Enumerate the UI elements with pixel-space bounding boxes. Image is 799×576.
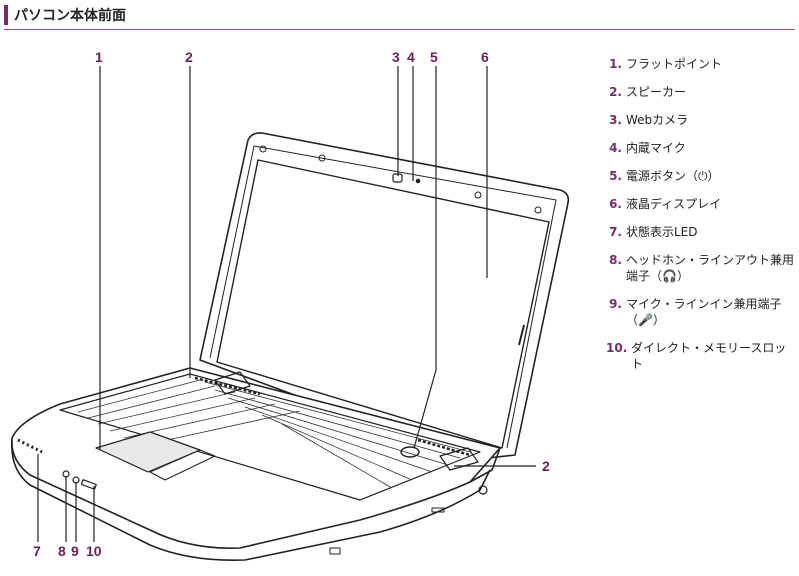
callout-7: 7 <box>33 543 41 559</box>
legend-text: ヘッドホン・ラインアウト兼用端子（🎧） <box>626 253 795 283</box>
dc-port <box>478 485 488 495</box>
legend-num: 10. <box>606 341 628 355</box>
legend-item-4: 4. 内蔵マイク <box>606 140 796 156</box>
base-right-edge <box>469 447 501 483</box>
legend-num: 4. <box>609 141 622 155</box>
legend-item-5: 5. 電源ボタン（⏻） <box>606 168 796 184</box>
legend-text: スピーカー <box>626 85 687 99</box>
lid-inner-bezel <box>209 145 557 449</box>
callout-2-top: 2 <box>185 49 193 65</box>
legend-num: 5. <box>609 169 622 183</box>
side-slot <box>431 507 445 513</box>
legend-num: 9. <box>609 297 622 311</box>
leader-lines <box>37 66 536 542</box>
legend-num: 7. <box>609 225 622 239</box>
legend-text: Webカメラ <box>626 113 689 127</box>
callout-8: 8 <box>58 543 66 559</box>
lid-side-slot <box>518 324 525 346</box>
legend-text: 液晶ディスプレイ <box>626 197 722 211</box>
legend-num: 6. <box>609 197 622 211</box>
bezel-screw-4 <box>534 206 542 214</box>
callout-3: 3 <box>392 49 400 65</box>
display-screen <box>216 159 550 449</box>
legend-text: マイク・ラインイン兼用端子（🎤） <box>626 297 782 327</box>
keyboard-keys <box>77 379 471 489</box>
legend-text: フラットポイント <box>626 57 723 71</box>
page-title: パソコン本体前面 <box>14 8 126 24</box>
legend-num: 2. <box>609 85 622 99</box>
header-divider <box>4 29 795 30</box>
legend-item-9: 9. マイク・ラインイン兼用端子（🎤） <box>606 296 796 328</box>
legend-item-8: 8. ヘッドホン・ラインアウト兼用端子（🎧） <box>606 252 796 284</box>
speaker-grille-left <box>194 376 261 396</box>
callout-5: 5 <box>430 49 438 65</box>
laptop-illustration <box>11 132 570 562</box>
usb-port <box>329 547 341 555</box>
hinge-right <box>439 447 479 471</box>
base-front-edge <box>11 439 491 562</box>
callout-9: 9 <box>71 543 79 559</box>
legend-num: 8. <box>609 253 622 267</box>
keyboard-frame <box>59 373 481 501</box>
legend-item-1: 1. フラットポイント <box>606 56 796 72</box>
speaker-grille-right <box>417 438 471 457</box>
base-top <box>11 367 501 549</box>
legend-item-10: 10.ダイレクト・メモリースロット <box>606 340 796 372</box>
bezel-screw-3 <box>474 191 482 199</box>
legend-item-3: 3. Webカメラ <box>606 112 796 128</box>
mic-dot <box>415 178 421 184</box>
header-accent-bar <box>4 5 8 25</box>
legend-text: 内蔵マイク <box>626 141 686 155</box>
legend-num: 3. <box>609 113 622 127</box>
callout-1: 1 <box>95 49 103 65</box>
memory-slot <box>80 479 97 490</box>
section-header: パソコン本体前面 <box>4 4 126 26</box>
legend-num: 1. <box>609 57 622 71</box>
callout-2-right: 2 <box>542 458 550 474</box>
legend-text: 状態表示LED <box>626 225 698 239</box>
power-button-shape <box>400 446 420 458</box>
legend-item-2: 2. スピーカー <box>606 84 796 100</box>
touchpad-buttons <box>149 449 216 481</box>
callout-4: 4 <box>407 49 415 65</box>
legend-item-6: 6. 液晶ディスプレイ <box>606 196 796 212</box>
callout-10: 10 <box>86 543 102 559</box>
bezel-screw-2 <box>318 154 326 162</box>
hinge-left <box>214 371 251 395</box>
legend-item-7: 7. 状態表示LED <box>606 224 796 240</box>
callout-6: 6 <box>481 49 489 65</box>
legend-list: 1. フラットポイント 2. スピーカー 3. Webカメラ 4. 内蔵マイク 5. 電源… <box>606 56 796 384</box>
leader-5b <box>413 369 437 449</box>
bezel-screw-1 <box>259 145 267 153</box>
legend-text: 電源ボタン（⏻） <box>626 169 720 183</box>
legend-text: ダイレクト・メモリースロット <box>630 341 787 371</box>
